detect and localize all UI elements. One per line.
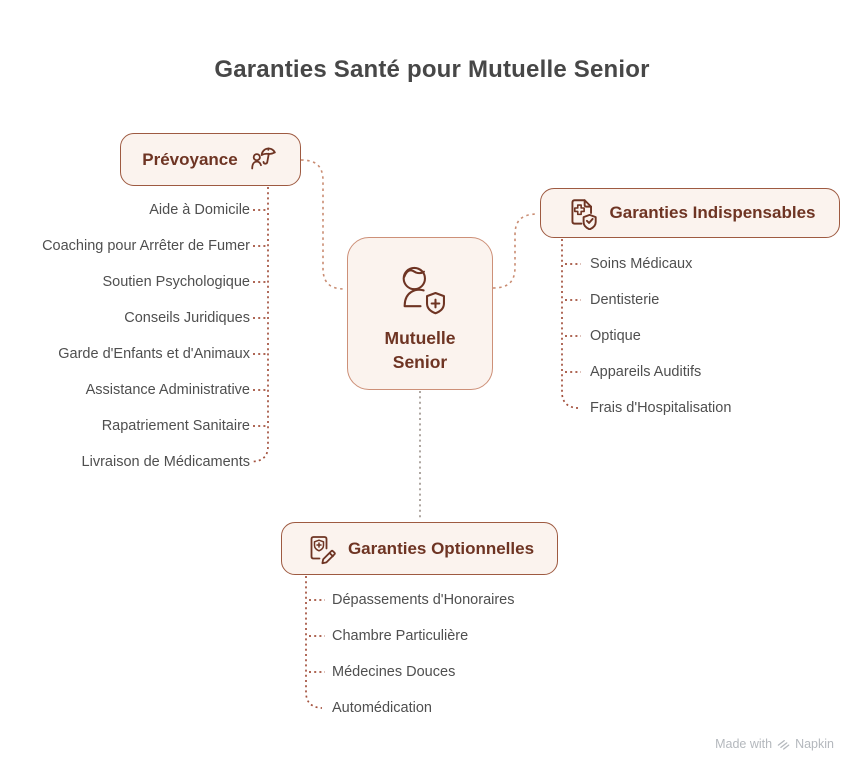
node-garanties-optionnelles-label: Garanties Optionnelles (347, 538, 535, 558)
list-item[interactable]: Chambre Particulière (332, 628, 469, 644)
list-item[interactable]: Assistance Administrative (85, 382, 250, 398)
node-mutuelle-senior-label: Mutuelle Senior (384, 328, 456, 372)
list-item[interactable]: Garde d'Enfants et d'Animaux (58, 346, 250, 362)
spine-prevoyance (252, 187, 269, 463)
watermark-brand: Napkin (795, 737, 834, 751)
watermark-text: Made with (715, 737, 773, 751)
document-shield-pencil-icon (305, 533, 337, 565)
document-cross-shield-icon (565, 196, 599, 230)
list-item[interactable]: Rapatriement Sanitaire (101, 418, 250, 434)
list-item[interactable]: Coaching pour Arrêter de Fumer (42, 238, 250, 254)
node-prevoyance-label: Prévoyance (142, 149, 238, 169)
indispensables-item-list: Soins Médicaux Dentisterie Optique Appar… (590, 246, 731, 426)
napkin-logo-icon (777, 738, 790, 750)
person-umbrella-icon (249, 145, 279, 175)
senior-person-shield-icon (388, 263, 452, 323)
node-prevoyance[interactable]: Prévoyance (120, 133, 301, 186)
list-item[interactable]: Soins Médicaux (590, 256, 693, 272)
connector-center-indispensables (492, 213, 539, 289)
list-item[interactable]: Automédication (332, 700, 432, 716)
list-item[interactable]: Dépassements d'Honoraires (332, 592, 515, 608)
node-garanties-indispensables-label: Garanties Indispensables (609, 203, 816, 222)
spine-optionnelles (305, 576, 323, 709)
watermark[interactable]: Made with Napkin (715, 737, 834, 751)
list-item[interactable]: Livraison de Médicaments (81, 454, 250, 470)
list-item[interactable]: Conseils Juridiques (124, 310, 250, 326)
node-garanties-optionnelles[interactable]: Garanties Optionnelles (281, 522, 558, 575)
list-item[interactable]: Soutien Psychologique (102, 274, 250, 290)
node-garanties-indispensables[interactable]: Garanties Indispensables (540, 188, 840, 238)
page-title: Garanties Santé pour Mutuelle Senior (214, 56, 650, 83)
list-item[interactable]: Dentisterie (590, 292, 660, 308)
list-item[interactable]: Appareils Auditifs (590, 364, 702, 380)
connector-prevoyance-center (300, 159, 346, 290)
optionnelles-item-list: Dépassements d'Honoraires Chambre Partic… (332, 582, 515, 726)
list-item[interactable]: Optique (590, 328, 641, 344)
list-item[interactable]: Médecines Douces (332, 664, 456, 680)
node-mutuelle-senior[interactable]: Mutuelle Senior (347, 237, 493, 390)
list-item[interactable]: Aide à Domicile (149, 202, 250, 218)
list-item[interactable]: Frais d'Hospitalisation (590, 400, 732, 416)
prevoyance-item-list: Aide à Domicile Coaching pour Arrêter de… (0, 192, 250, 480)
